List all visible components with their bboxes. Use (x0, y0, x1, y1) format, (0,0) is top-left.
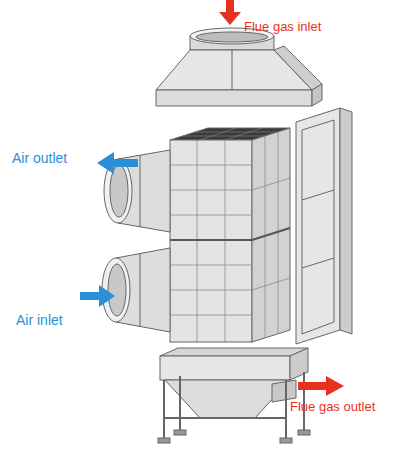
air-inlet-arrow (80, 285, 115, 307)
side-door-panel (296, 108, 352, 344)
flow-label: Flue gas inlet (244, 20, 364, 35)
flue-gas-outlet-arrow (298, 376, 344, 396)
flow-label: Air inlet (16, 312, 100, 328)
ash-hopper (158, 348, 310, 443)
tube-bundle-box (170, 128, 290, 342)
air-outlet-arrow (97, 152, 138, 174)
flow-label: Flue gas outlet (290, 400, 416, 415)
flow-label: Air outlet (12, 150, 96, 166)
inlet-hood (156, 28, 322, 106)
air-inlet-duct (102, 248, 170, 332)
flue-gas-inlet-arrow (219, 0, 241, 25)
